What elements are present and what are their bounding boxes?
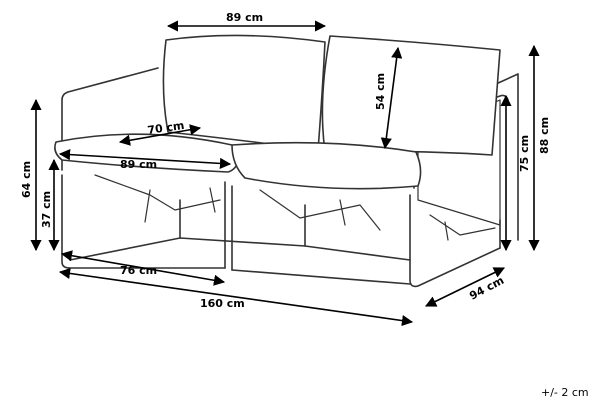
label-backrest-height: 54 cm (374, 73, 387, 110)
label-armrest-height: 75 cm (518, 135, 531, 172)
dim-total-depth-line (424, 267, 506, 307)
dim-seat-depth-line (118, 124, 202, 146)
label-back-width: 89 cm (226, 11, 263, 24)
label-seat-height-total: 64 cm (20, 161, 33, 198)
back-cushion-right (321, 35, 501, 156)
label-total-depth: 94 cm (467, 274, 506, 303)
label-seat-depth: 70 cm (147, 119, 186, 137)
label-total-width: 160 cm (200, 297, 245, 310)
dimension-lines (30, 20, 540, 327)
label-seat-width: 89 cm (120, 158, 157, 171)
seat-cushion-right (231, 141, 422, 190)
dim-seat-width-line (58, 149, 232, 169)
label-total-height: 88 cm (538, 117, 551, 154)
dim-total-width-line (58, 267, 414, 327)
back-cushions (162, 34, 501, 156)
dim-backrest-height-line (380, 46, 403, 150)
dimension-labels: 89 cm 54 cm 70 cm 89 cm 64 cm 37 cm 76 c… (20, 11, 589, 399)
label-tolerance: +/- 2 cm (541, 386, 589, 399)
label-seat-height: 37 cm (40, 191, 53, 228)
back-cushion-left (162, 34, 326, 151)
label-inner-width: 76 cm (120, 264, 157, 277)
